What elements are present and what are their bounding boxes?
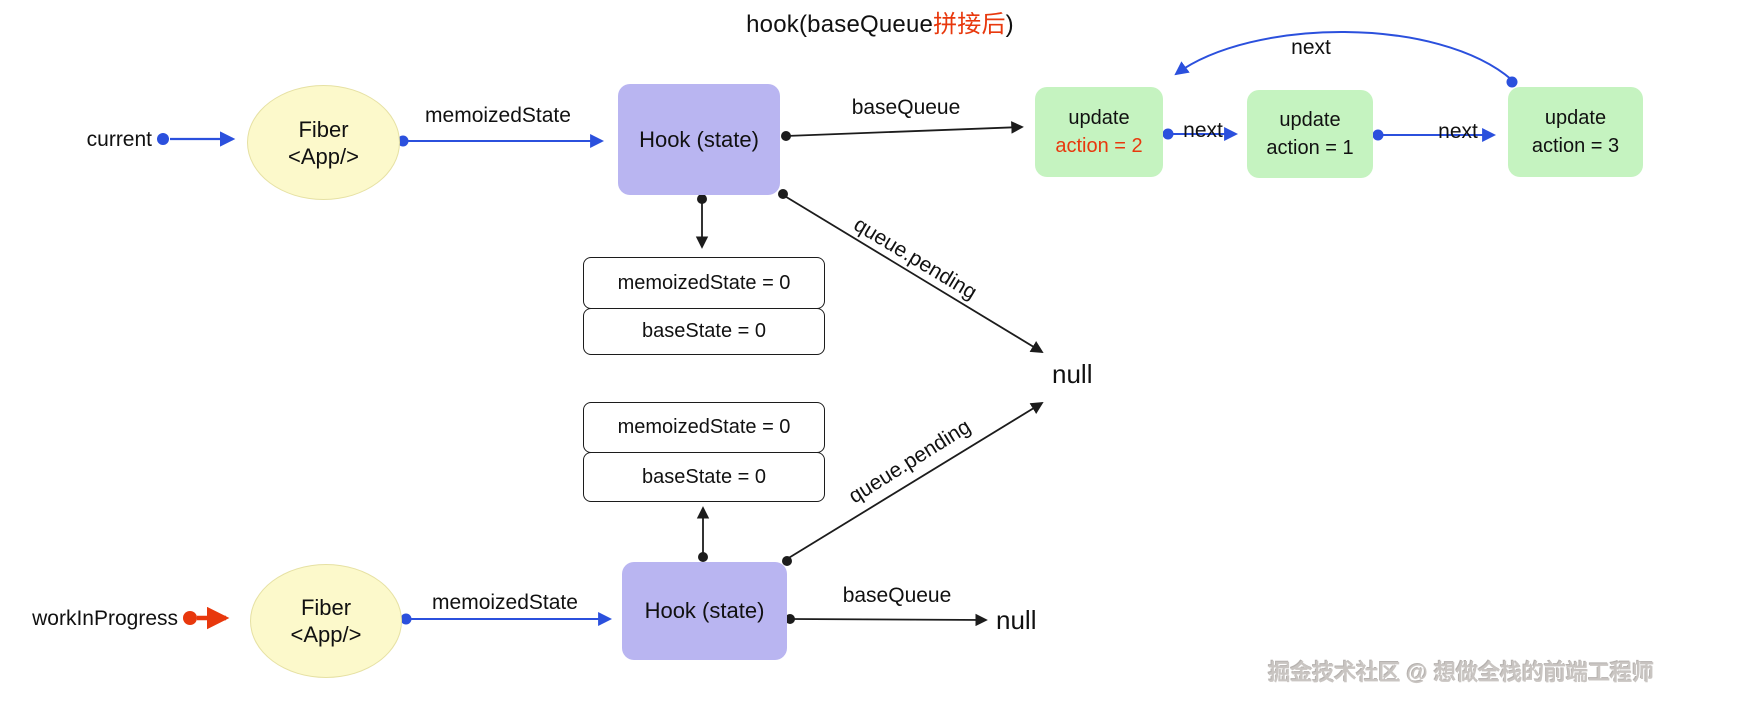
wip-fiber-line2: <App/> [290, 622, 362, 647]
current-hook-box: Hook (state) [618, 84, 780, 195]
memoized-state-edge-label-wip: memoizedState [432, 591, 578, 614]
dot-current-pointer [157, 133, 169, 145]
arrow-next-wrap [1174, 31, 1513, 81]
arrow-queue-pending-current [782, 194, 1044, 353]
wip-base-state-field: baseState = 0 [583, 452, 825, 502]
null-label-basequeue: null [996, 605, 1037, 635]
next-edge-label-1: next [1183, 119, 1223, 142]
update-box-1-action: action = 1 [1266, 137, 1354, 159]
dot-wip-pointer [183, 611, 197, 625]
current-memoized-state-field: memoizedState = 0 [583, 257, 825, 309]
arrow-wip-basequeue [789, 613, 988, 627]
update-box-action-3: update action = 3 [1508, 87, 1643, 177]
current-pointer-label: current [86, 128, 152, 151]
update-box-3-action: action = 3 [1531, 135, 1620, 157]
wip-hook-box: Hook (state) [622, 562, 787, 660]
watermark: 掘金技术社区 @ 想做全栈的前端工程师 [1268, 660, 1654, 685]
arrow-queue-pending-wip [786, 402, 1044, 560]
null-label-queue-pending: null [1052, 359, 1093, 389]
current-fiber-line1: Fiber [298, 116, 349, 142]
wip-fiber-node: Fiber <App/> [250, 564, 402, 678]
wip-fiber-line1: Fiber [300, 595, 352, 620]
wip-memoized-state-field: memoizedState = 0 [583, 402, 825, 453]
update-box-action-2: update action = 2 [1035, 87, 1163, 177]
current-base-state-value: baseState = 0 [642, 320, 766, 342]
wip-pointer-label: workInProgress [32, 607, 178, 630]
base-queue-edge-label-current: baseQueue [851, 96, 961, 119]
current-fiber-node: Fiber <App/> [247, 85, 400, 200]
current-fiber-line2: <App/> [288, 143, 359, 169]
memoized-state-edge-label-current: memoizedState [425, 104, 571, 127]
dot-current-hook-bottom [697, 194, 707, 204]
update-box-2-action: action = 2 [1055, 135, 1143, 157]
update-box-3-title: update [1544, 107, 1607, 129]
wip-memoized-state-value: memoizedState = 0 [617, 416, 791, 438]
dot-update3-next [1506, 76, 1518, 88]
next-edge-label-2: next [1438, 120, 1478, 143]
arrow-basequeue [785, 121, 1024, 137]
current-hook-label: Hook (state) [639, 126, 759, 152]
title-prefix: hook(baseQueue [746, 11, 934, 38]
title-suffix: ) [1005, 11, 1014, 38]
update-box-action-1: update action = 1 [1247, 90, 1373, 178]
diagram-title: hook(baseQueue拼接后) [640, 4, 1120, 39]
title-highlight: 拼接后 [933, 11, 1006, 38]
base-queue-edge-label-wip: baseQueue [842, 584, 952, 607]
current-memoized-state-value: memoizedState = 0 [617, 271, 791, 294]
update-box-1-title: update [1279, 109, 1341, 131]
update-box-2-title: update [1068, 107, 1130, 129]
next-edge-label-wrap: next [1291, 36, 1331, 59]
wip-base-state-value: baseState = 0 [642, 465, 766, 488]
current-base-state-field: baseState = 0 [583, 308, 825, 355]
wip-hook-label: Hook (state) [644, 598, 765, 623]
dot-wip-hook-top [698, 552, 708, 562]
